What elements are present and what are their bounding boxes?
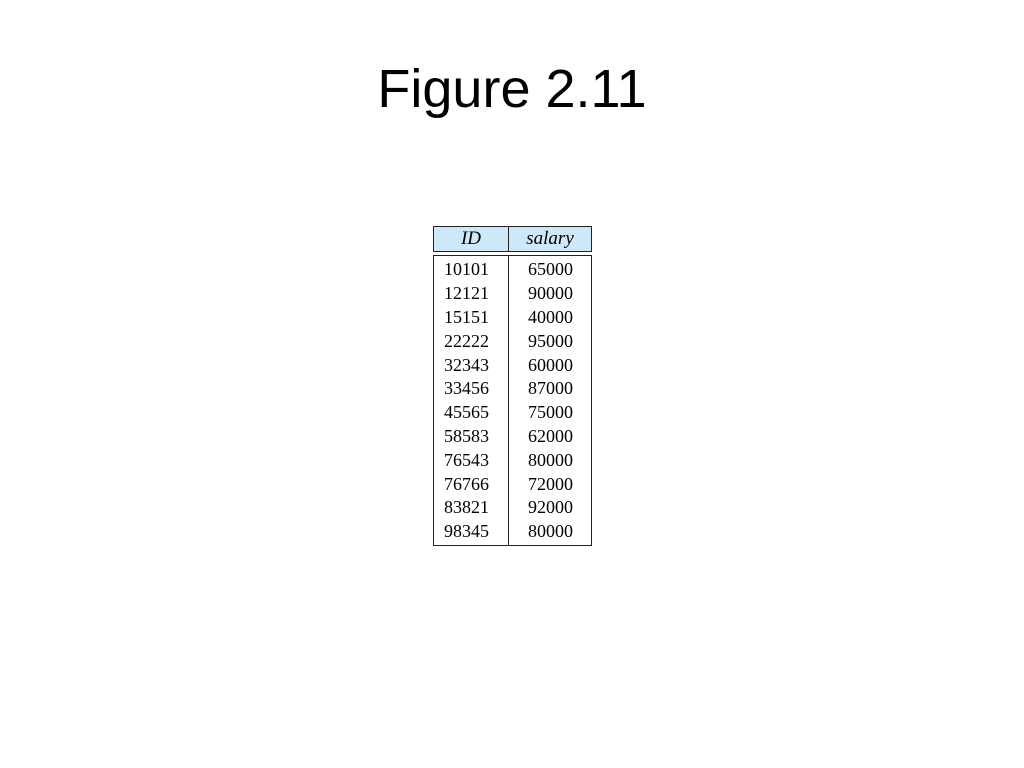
- table-header: ID salary: [433, 226, 592, 252]
- salary-cell: 60000: [528, 354, 573, 375]
- id-cell: 83821: [444, 497, 489, 518]
- id-cell: 33456: [444, 378, 489, 399]
- salary-cell: 72000: [528, 473, 573, 494]
- salary-cell: 62000: [528, 425, 573, 446]
- slide-title: Figure 2.11: [377, 59, 647, 119]
- salary-cell: 80000: [528, 449, 573, 470]
- salary-cell: 75000: [528, 402, 573, 423]
- salary-cell: 87000: [528, 378, 573, 399]
- table-body: 10101 65000 12121 90000 15151 40000 2222…: [433, 255, 592, 546]
- id-cell: 22222: [444, 330, 489, 351]
- id-cell: 15151: [444, 306, 489, 327]
- id-cell: 98345: [444, 521, 489, 542]
- table-row: 98345 80000: [434, 520, 591, 544]
- id-cell: 76766: [444, 473, 489, 494]
- salary-cell: 95000: [528, 330, 573, 351]
- id-cell: 12121: [444, 283, 489, 304]
- table-row: 33456 87000: [434, 377, 591, 401]
- table-row: 12121 90000: [434, 282, 591, 306]
- salary-cell: 65000: [528, 259, 573, 280]
- id-cell: 32343: [444, 354, 489, 375]
- column-header-salary: salary: [526, 228, 574, 249]
- id-cell: 45565: [444, 402, 489, 423]
- table-row: 32343 60000: [434, 353, 591, 377]
- table-row: 76543 80000: [434, 448, 591, 472]
- salary-cell: 90000: [528, 283, 573, 304]
- column-header-id: ID: [434, 227, 509, 251]
- table-row: 58583 62000: [434, 425, 591, 449]
- table-row: 45565 75000: [434, 401, 591, 425]
- id-cell: 58583: [444, 425, 489, 446]
- table-row: 15151 40000: [434, 306, 591, 330]
- table-row: 83821 92000: [434, 496, 591, 520]
- id-cell: 10101: [444, 259, 489, 280]
- salary-cell: 40000: [528, 306, 573, 327]
- table-row: 76766 72000: [434, 472, 591, 496]
- salary-cell: 80000: [528, 521, 573, 542]
- id-cell: 76543: [444, 449, 489, 470]
- table-row: 22222 95000: [434, 329, 591, 353]
- table-row: 10101 65000: [434, 258, 591, 282]
- salary-cell: 92000: [528, 497, 573, 518]
- relation-table: ID salary 10101 65000 12121 90000 15151 …: [433, 226, 592, 546]
